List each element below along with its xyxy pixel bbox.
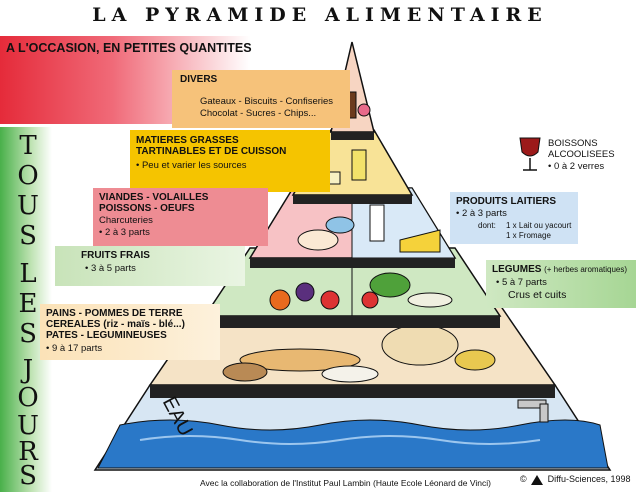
pains-title-2: CEREALES (riz - maïs - blé...) [46, 319, 185, 330]
legumes-note: • 5 à 7 parts [496, 277, 547, 288]
daily-letter: T [19, 131, 37, 161]
page-title: LA PYRAMIDE ALIMENTAIRE [92, 4, 548, 26]
divers-title: DIVERS [180, 74, 218, 85]
wine-glass-icon [519, 137, 541, 157]
publisher-name: Diffu-Sciences [547, 474, 606, 484]
daily-letter: R [18, 437, 38, 467]
logo-triangle-icon [531, 474, 544, 485]
divers-label-box: DIVERS Gateaux - Biscuits - Confiseries … [172, 70, 350, 128]
divers-line: Chocolat - Sucres - Chips... [200, 108, 317, 119]
laitiers-dont: dont: [478, 221, 496, 230]
matieres-title-1: MATIERES GRASSES [136, 135, 239, 146]
occasion-label: A L'OCCASION, EN PETITES QUANTITES [6, 41, 252, 55]
matieres-label-box: MATIERES GRASSES TARTINABLES ET DE CUISS… [130, 130, 330, 192]
daily-letter: O [17, 161, 39, 191]
matieres-note: • Peu et varier les sources [136, 160, 247, 171]
copyright-symbol: © [520, 474, 527, 484]
daily-letter: S [19, 221, 37, 251]
daily-letter: O [17, 383, 39, 413]
daily-letter: U [17, 411, 39, 441]
legumes-title: LEGUMES [492, 264, 542, 275]
laitiers-title: PRODUITS LAITIERS [456, 196, 557, 207]
boissons-title-2: ALCOOLISEES [548, 149, 615, 160]
boissons-note: • 0 à 2 verres [548, 161, 605, 172]
viandes-sub: Charcuteries [99, 215, 153, 226]
pains-label-box: PAINS - POMMES DE TERRE CEREALES (riz - … [40, 304, 220, 360]
pains-note: • 9 à 17 parts [46, 343, 103, 354]
publisher-year: , 1998 [605, 474, 631, 484]
legumes-extra: Crus et cuits [508, 289, 567, 301]
daily-letter: S [19, 461, 37, 491]
pains-title-1: PAINS - POMMES DE TERRE [46, 308, 183, 319]
fruits-note: • 3 à 5 parts [85, 263, 136, 274]
legumes-aside: (+ herbes aromatiques) [544, 265, 628, 274]
matieres-title-2: TARTINABLES ET DE CUISSON [136, 146, 287, 157]
laitiers-detail: 1 x Fromage [506, 231, 551, 240]
laitiers-detail: 1 x Lait ou yacourt [506, 221, 572, 230]
viandes-note: • 2 à 3 parts [99, 227, 150, 238]
daily-letter: S [19, 319, 37, 349]
daily-letter: J [22, 355, 34, 385]
pains-title-3: PATES - LEGUMINEUSES [46, 330, 167, 341]
daily-letter: U [17, 191, 39, 221]
laitiers-note: • 2 à 3 parts [456, 208, 507, 219]
fruits-title: FRUITS FRAIS [81, 250, 150, 261]
publisher-logo: © Diffu-Sciences, 1998 [520, 474, 631, 485]
credit-line: Avec la collaboration de l'Institut Paul… [200, 478, 491, 488]
legumes-label-box: LEGUMES (+ herbes aromatiques) • 5 à 7 p… [486, 260, 636, 308]
daily-letter: L [19, 259, 37, 289]
viandes-title-2: POISSONS - OEUFS [99, 203, 195, 214]
fruits-label-box: FRUITS FRAIS • 3 à 5 parts [55, 246, 245, 286]
daily-letter: E [18, 289, 38, 319]
viandes-title-1: VIANDES - VOLAILLES [99, 192, 209, 203]
laitiers-label-box: PRODUITS LAITIERS • 2 à 3 parts dont: 1 … [450, 192, 578, 244]
boissons-title-1: BOISSONS [548, 138, 598, 149]
divers-line: Gateaux - Biscuits - Confiseries [200, 96, 334, 107]
viandes-label-box: VIANDES - VOLAILLES POISSONS - OEUFS Cha… [93, 188, 268, 246]
